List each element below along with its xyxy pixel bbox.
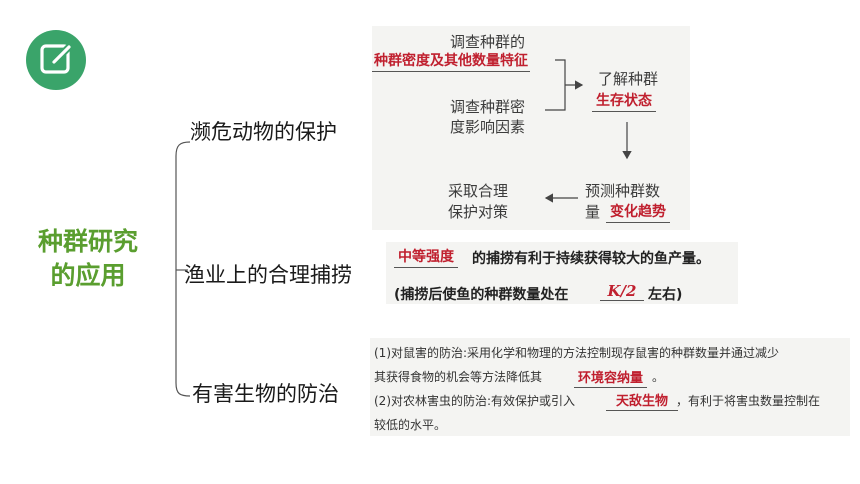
pest-line3-prefix: (2)对农林害虫的防治:有效保护或引入 (374, 394, 576, 408)
flow-box5-line1: 采取合理 (448, 182, 509, 200)
flow-box4-line1: 预测种群数 (585, 182, 661, 200)
edit-note-icon (26, 30, 86, 90)
pest-line3-suffix: ，有利于将害虫数量控制在 (676, 394, 821, 408)
branch-fishery: 渔业上的合理捕捞 (184, 263, 352, 287)
flow-box5-line2: 保护对策 (448, 203, 509, 221)
fishery-text: 的捕捞有利于持续获得较大的鱼产量。 (472, 251, 710, 267)
flow-box3-answer: 生存状态 (592, 90, 656, 112)
fishery-note-suffix: 左右) (648, 287, 683, 303)
flow-box1-line1: 调查种群的 (450, 33, 526, 51)
flow-box2-line1: 调查种群密 (450, 98, 526, 116)
main-title-line2: 的应用 (50, 261, 126, 290)
branch-endangered-protection: 濒危动物的保护 (190, 120, 337, 144)
flow-box4-answer: 变化趋势 (606, 201, 670, 223)
pest-line2-suffix: 。 (652, 370, 665, 384)
flow-box2-line2: 度影响因素 (450, 118, 526, 136)
pest-line2-answer: 环境容纳量 (574, 367, 648, 388)
flow-box4-prefix: 量 (585, 203, 601, 221)
pest-line1: (1)对鼠害的防治:采用化学和物理的方法控制现存鼠害的种群数量并通过减少 (374, 346, 780, 360)
fishery-note-prefix: (捕捞后使鱼的种群数量处在 (394, 287, 569, 303)
fishery-answer: 中等强度 (394, 246, 458, 268)
main-title-line1: 种群研究 (37, 227, 138, 256)
fishery-note-value: K/2 (600, 282, 644, 301)
flow-box3-line1: 了解种群 (598, 70, 659, 88)
flow-box1-answer: 种群密度及其他数量特征 (372, 50, 530, 72)
main-title: 种群研究 的应用 (28, 225, 148, 293)
branch-pest-control: 有害生物的防治 (192, 382, 339, 406)
pest-line2-prefix: 其获得食物的机会等方法降低其 (374, 370, 543, 384)
flow-panel (372, 26, 690, 230)
pest-line3-answer: 天敌生物 (606, 390, 679, 411)
pest-line4: 较低的水平。 (374, 418, 447, 432)
fishery-panel (386, 242, 738, 304)
